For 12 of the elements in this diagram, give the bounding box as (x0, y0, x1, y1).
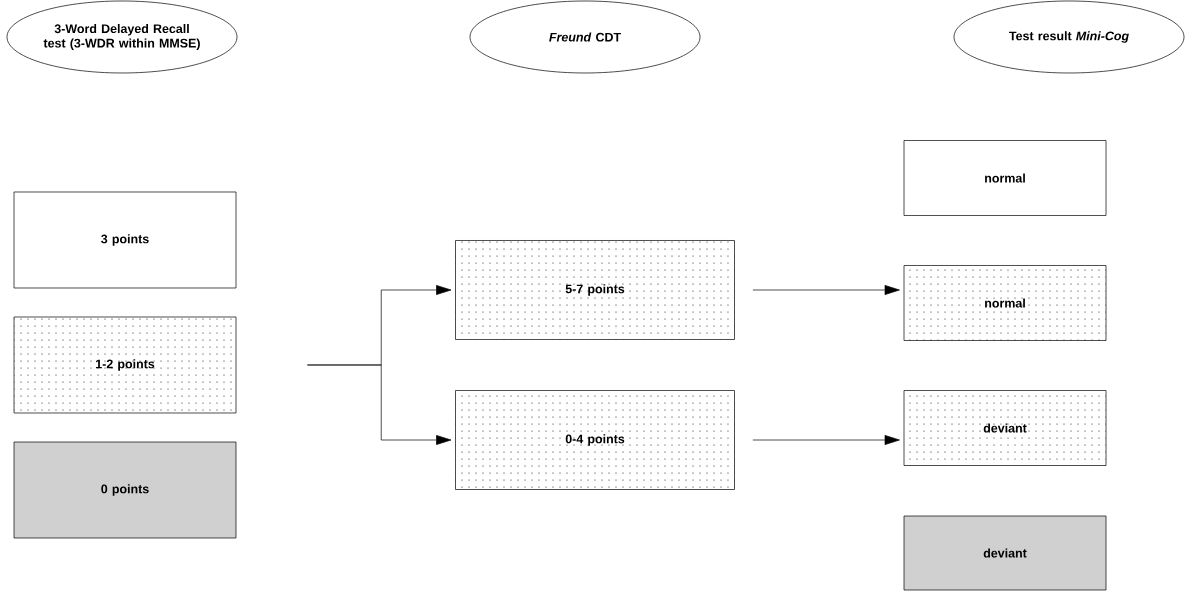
arrow (752, 435, 900, 445)
arrow (307, 364, 452, 445)
result-box: 0-4 points (455, 390, 735, 490)
result-box: 3 points (13, 191, 237, 289)
result-box: deviant (903, 515, 1107, 591)
arrow (752, 285, 900, 295)
result-box: normal (903, 265, 1107, 341)
result-box: normal (903, 140, 1107, 216)
result-box: 0 points (13, 441, 237, 539)
result-box: 1-2 points (13, 316, 237, 414)
result-box: 5-7 points (455, 240, 735, 340)
result-box: deviant (903, 390, 1107, 466)
